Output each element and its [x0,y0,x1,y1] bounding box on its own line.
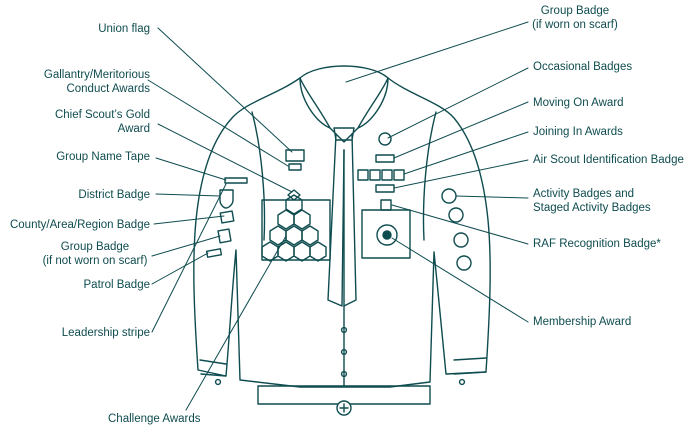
label-activity-badges-line1: Activity Badges and [533,188,635,200]
label-occasional-badges: Occasional Badges [533,61,633,73]
occasional-badge [378,132,392,146]
scarf-woggle [333,127,355,141]
label-union-flag: Union flag [98,23,150,35]
label-group-badge-left-line2: (if not worn on scarf) [42,255,148,267]
gallantry-badge [288,163,302,171]
activity-badge [453,232,469,248]
label-activity-badges-line2: Staged Activity Badges [533,202,651,214]
label-air-scout-id-badge: Air Scout Identification Badge [533,154,684,166]
shirt-outline [193,77,491,388]
right-sleeve-seam [422,111,437,241]
patrol-badge [205,248,223,258]
chief-scout-gold-award [287,189,301,201]
label-group-badge-left-line1: Group Badge [60,241,130,253]
group-badge-sleeve [217,228,232,244]
label-gallantry-line2: Conduct Awards [66,83,150,95]
right-cuff [453,357,487,375]
left-sleeve-seam [251,111,266,241]
county-badge [219,210,235,224]
label-activity-badges: Activity Badges and Staged Activity Badg… [533,187,651,215]
membership-award-inner [382,230,392,240]
label-district-badge: District Badge [78,189,150,201]
collar-fold-right [357,77,389,129]
challenge-award-hexagons [261,194,327,262]
label-group-badge-left: Group Badge (if not worn on scarf) [40,240,150,268]
raf-recognition-badge [380,199,392,211]
joining-in-awards [357,169,405,181]
label-group-badge-scarf: Group Badge (if worn on scarf) [520,4,630,32]
label-challenge-awards: Challenge Awards [108,413,201,425]
label-patrol-badge: Patrol Badge [83,279,151,291]
shirt-collar [299,65,389,143]
label-county-badge: County/Area/Region Badge [9,219,150,231]
right-pocket [361,209,411,259]
left-cuff [199,359,227,377]
collar-fold-left [299,77,331,129]
label-group-badge-scarf-line2: (if worn on scarf) [532,19,618,31]
activity-badge [456,255,472,271]
label-moving-on-award: Moving On Award [533,97,624,109]
waist-band [257,385,431,405]
scarf-tails [327,133,357,307]
shirt-button [340,370,348,378]
label-membership-award: Membership Award [533,316,632,328]
union-flag-badge [285,149,305,162]
district-badge [219,189,234,209]
shirt-button [340,348,348,356]
label-chief-scout-gold: Chief Scout’s Gold Award [10,108,150,136]
air-scout-id-badge [375,184,395,193]
activity-badge [441,188,457,204]
cuff-button [214,378,222,386]
label-chief-scout-line1: Chief Scout’s Gold [54,109,150,121]
label-gallantry-line1: Gallantry/Meritorious [43,69,150,81]
left-pocket [261,199,331,261]
membership-award-outer [376,224,398,246]
cuff-button [458,378,466,386]
activity-badge [448,207,464,223]
leader-lines [147,21,529,411]
label-leadership-stripe: Leadership stripe [61,327,150,339]
label-joining-in-awards: Joining In Awards [533,126,623,138]
label-group-name-tape: Group Name Tape [56,151,150,163]
label-chief-scout-line2: Award [117,123,150,135]
group-name-tape [224,177,248,184]
label-gallantry: Gallantry/Meritorious Conduct Awards [10,68,150,96]
label-group-badge-scarf-line1: Group Badge [540,5,610,17]
belt-buckle-symbol [339,403,349,413]
shirt-button [340,326,348,334]
moving-on-award [375,154,395,163]
label-raf-recognition-badge: RAF Recognition Badge* [533,238,661,250]
